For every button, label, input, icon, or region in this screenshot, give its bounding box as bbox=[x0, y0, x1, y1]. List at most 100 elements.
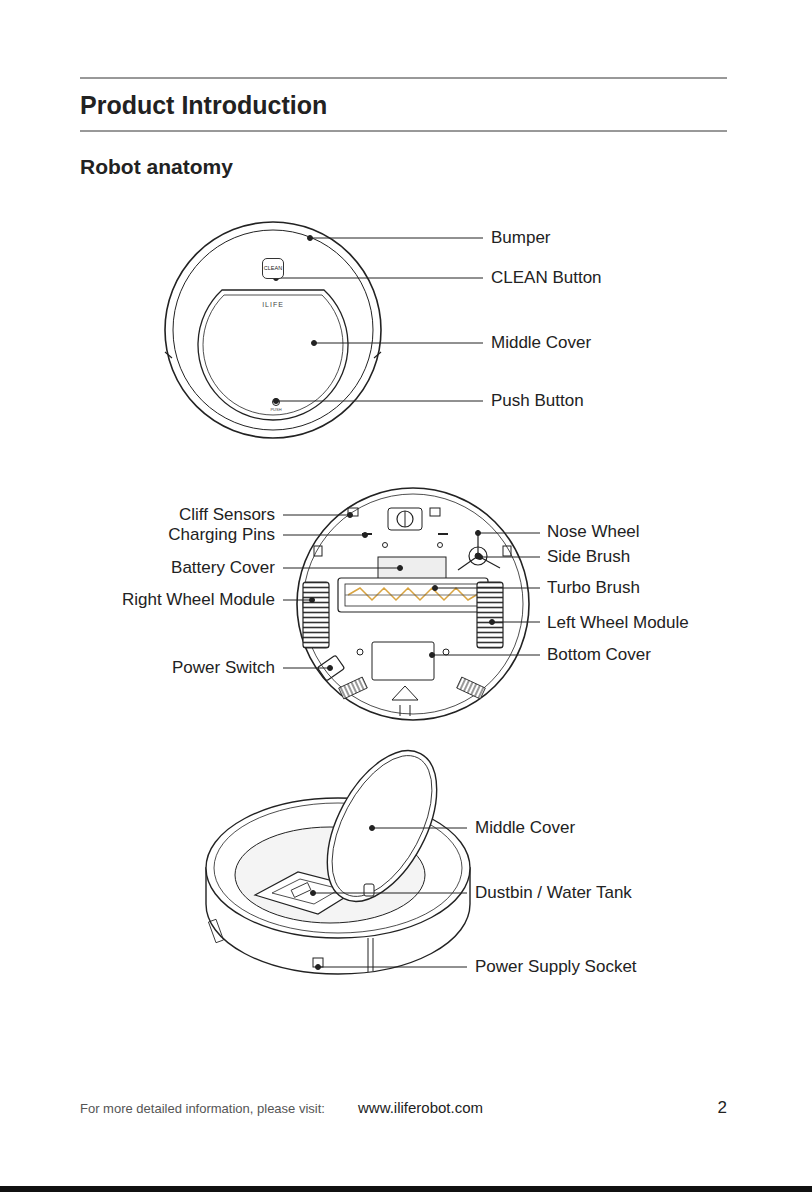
leader-line bbox=[308, 236, 313, 241]
part-label: Cliff Sensors bbox=[179, 505, 275, 525]
leader-line bbox=[318, 967, 467, 968]
leader-line bbox=[314, 343, 483, 344]
leader-line bbox=[348, 513, 353, 518]
robot-bottom-view bbox=[477, 582, 503, 648]
robot-open-view bbox=[206, 733, 470, 974]
leader-line bbox=[283, 535, 365, 536]
part-label: Push Button bbox=[491, 391, 584, 411]
page-number: 2 bbox=[718, 1098, 727, 1118]
part-label: Turbo Brush bbox=[547, 578, 640, 598]
part-label: Nose Wheel bbox=[547, 522, 640, 542]
robot-bottom-view bbox=[388, 508, 422, 530]
robot-open-view bbox=[305, 733, 460, 919]
robot-top-view bbox=[203, 295, 343, 415]
part-label: Side Brush bbox=[547, 547, 630, 567]
leader-line bbox=[328, 666, 333, 671]
leader-line bbox=[311, 891, 316, 896]
header-rule bbox=[80, 131, 727, 132]
robot-bottom-view bbox=[410, 705, 411, 716]
robot-top-view bbox=[165, 352, 381, 358]
footer-link: www.iliferobot.com bbox=[358, 1099, 483, 1117]
leader-line bbox=[363, 533, 368, 538]
robot-open-view bbox=[291, 883, 311, 898]
robot-top-view bbox=[165, 222, 381, 438]
leader-line bbox=[478, 533, 540, 534]
robot-bottom-view bbox=[345, 584, 481, 606]
robot-bottom-view bbox=[405, 511, 406, 527]
robot-open-view bbox=[311, 740, 452, 913]
robot-bottom-view bbox=[314, 546, 322, 556]
robot-bottom-view bbox=[348, 588, 478, 600]
leader-line bbox=[283, 568, 400, 569]
part-label: Bottom Cover bbox=[547, 645, 651, 665]
robot-bottom-view bbox=[357, 649, 363, 655]
robot-bottom-view bbox=[297, 488, 529, 720]
part-label: Left Wheel Module bbox=[547, 613, 689, 633]
robot-bottom-view bbox=[397, 511, 413, 527]
part-label: Power Supply Socket bbox=[475, 957, 637, 977]
leader-line bbox=[476, 531, 481, 536]
leader-line bbox=[433, 586, 438, 591]
robot-bottom-view bbox=[438, 543, 443, 548]
leader-line bbox=[313, 893, 467, 894]
header-rule bbox=[80, 78, 727, 131]
robot-bottom-view bbox=[303, 494, 523, 714]
part-label: CLEAN Button bbox=[491, 268, 602, 288]
part-label: Middle Cover bbox=[475, 818, 575, 838]
leader-line bbox=[274, 399, 279, 404]
leader-line bbox=[283, 600, 312, 601]
robot-bottom-view bbox=[345, 595, 481, 596]
leader-line bbox=[370, 826, 375, 831]
leader-line bbox=[432, 655, 540, 656]
robot-bottom-view bbox=[430, 508, 440, 516]
leader-line bbox=[310, 598, 315, 603]
button-marking: PUSH bbox=[270, 408, 281, 413]
leader-line bbox=[274, 236, 484, 404]
leader-line bbox=[312, 341, 317, 346]
leader-line bbox=[478, 555, 483, 560]
robot-bottom-view bbox=[503, 546, 511, 556]
leader-line bbox=[311, 826, 468, 970]
part-label: Dustbin / Water Tank bbox=[475, 883, 632, 903]
part-label: Bumper bbox=[491, 228, 551, 248]
robot-bottom-view bbox=[458, 530, 500, 570]
part-label: Battery Cover bbox=[171, 558, 275, 578]
robot-bottom-view bbox=[457, 677, 486, 699]
page-title: Product Introduction bbox=[80, 90, 327, 120]
robot-bottom-view bbox=[297, 488, 529, 720]
robot-bottom-view bbox=[438, 533, 448, 535]
leader-line bbox=[435, 588, 540, 589]
leader-line bbox=[283, 668, 330, 669]
button-text: CLEAN bbox=[264, 265, 282, 272]
leader-line bbox=[480, 557, 540, 558]
robot-open-view bbox=[208, 919, 223, 942]
leader-line bbox=[310, 238, 483, 239]
part-label: Power Switch bbox=[172, 658, 275, 678]
leader-line bbox=[316, 965, 321, 970]
robot-open-view bbox=[364, 884, 374, 896]
robot-open-view bbox=[305, 733, 460, 919]
leader-line bbox=[372, 828, 467, 829]
robot-top-view bbox=[165, 222, 381, 438]
robot-top-view bbox=[173, 230, 373, 430]
button-box: CLEAN bbox=[262, 258, 284, 279]
leader-line bbox=[398, 566, 403, 571]
part-label: Middle Cover bbox=[491, 333, 591, 353]
part-label: Right Wheel Module bbox=[122, 590, 275, 610]
robot-bottom-view bbox=[338, 578, 488, 612]
robot-top-view bbox=[198, 290, 348, 420]
leader-line bbox=[492, 622, 540, 623]
robot-bottom-view bbox=[303, 582, 329, 648]
brand-logo: ILIFE bbox=[262, 301, 284, 309]
header-rule bbox=[80, 78, 727, 79]
footer-text: For more detailed information, please vi… bbox=[80, 1101, 325, 1117]
leader-line bbox=[283, 513, 540, 671]
leader-line bbox=[283, 515, 350, 516]
leader-line bbox=[490, 620, 495, 625]
robot-bottom-view bbox=[339, 677, 368, 699]
part-label: Charging Pins bbox=[168, 525, 275, 545]
robot-bottom-view bbox=[392, 686, 418, 700]
